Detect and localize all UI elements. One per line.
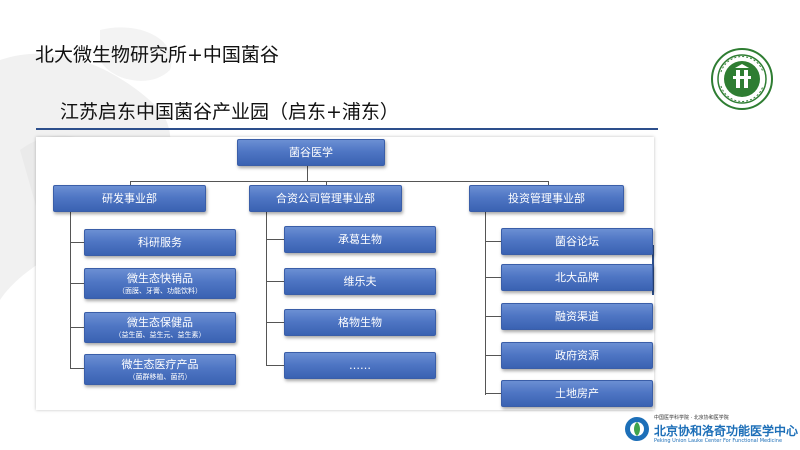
- node-label: ……: [349, 358, 371, 372]
- node-label: 融资渠道: [555, 309, 599, 323]
- logo-line3: Peking Union Lauke Center For Functional…: [654, 438, 783, 444]
- logo-line1: 中国医学科学院 · 北京协和医学院: [654, 415, 729, 421]
- node-label: 维乐夫: [343, 274, 377, 288]
- chart-node: 科研服务: [84, 229, 236, 256]
- accent-line-right: [652, 245, 654, 295]
- node-label: 承葛生物: [338, 232, 382, 246]
- node-label: 土地房产: [555, 386, 599, 400]
- center-logo-icon: [625, 417, 649, 441]
- chart-node: 微生态快销品 （面膜、牙膏、功能饮料）: [84, 268, 236, 299]
- node-label: 微生态快销品: [127, 271, 193, 285]
- slide-title: 北大微生物研究所+中国菌谷: [35, 44, 279, 66]
- node-label: 政府资源: [555, 348, 599, 362]
- department-label: 研发事业部: [102, 191, 157, 205]
- node-label: 菌谷论坛: [555, 234, 599, 248]
- chart-node: 维乐夫: [284, 268, 436, 295]
- node-label: 微生态医疗产品: [121, 357, 199, 371]
- chart-node: 北大品牌: [501, 264, 653, 291]
- node-label: 科研服务: [138, 235, 182, 249]
- chart-node: 菌谷论坛: [501, 228, 653, 255]
- slide-subtitle: 江苏启东中国菌谷产业园（启东+浦东）: [60, 101, 399, 123]
- accent-line: [36, 128, 658, 130]
- chart-node: 微生态医疗产品 （菌群移植、菌药）: [84, 354, 236, 385]
- chart-node: 承葛生物: [284, 226, 436, 253]
- department-label: 合资公司管理事业部: [276, 191, 375, 205]
- node-sublabel: （菌群移植、菌药）: [128, 372, 192, 381]
- node-label: 格物生物: [338, 315, 382, 329]
- logo-line2: 北京协和洛奇功能医学中心: [654, 424, 799, 438]
- department-node-jv: 合资公司管理事业部: [249, 185, 402, 212]
- node-sublabel: （益生菌、益生元、益生素）: [114, 330, 206, 339]
- node-sublabel: （面膜、牙膏、功能饮料）: [118, 286, 202, 295]
- chart-node: 微生态保健品 （益生菌、益生元、益生素）: [84, 312, 236, 343]
- chart-node: ……: [284, 352, 436, 379]
- root-node-label: 菌谷医学: [289, 145, 333, 159]
- department-node-invest: 投资管理事业部: [469, 185, 624, 212]
- university-emblem-icon: [711, 48, 773, 110]
- footer-logo: 中国医学科学院 · 北京协和医学院 北京协和洛奇功能医学中心 Peking Un…: [624, 412, 798, 446]
- department-node-rd: 研发事业部: [53, 185, 206, 212]
- chart-node: 土地房产: [501, 380, 653, 407]
- chart-node: 政府资源: [501, 342, 653, 369]
- chart-node: 融资渠道: [501, 303, 653, 330]
- chart-node: 格物生物: [284, 309, 436, 336]
- node-label: 微生态保健品: [127, 315, 193, 329]
- department-label: 投资管理事业部: [508, 191, 585, 205]
- node-label: 北大品牌: [555, 270, 599, 284]
- root-node: 菌谷医学: [237, 139, 385, 166]
